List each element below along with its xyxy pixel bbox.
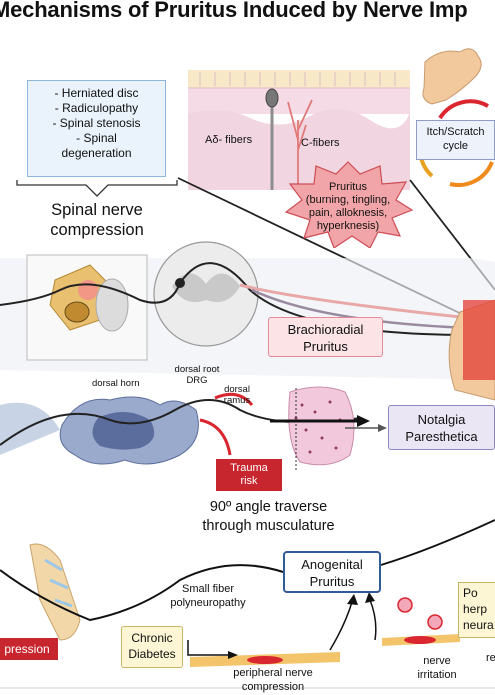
partial-label: re <box>486 652 495 664</box>
condition-item: - Spinal stenosis <box>52 116 141 130</box>
label-line: Paresthetica <box>405 429 478 444</box>
irritation-nerve <box>382 634 460 646</box>
label-line: dorsal <box>224 384 250 395</box>
condition-item: - Herniated disc <box>54 86 139 100</box>
compression-badge: pression <box>0 638 58 660</box>
dorsal-ramus-label: dorsal ramus <box>220 384 254 406</box>
label-line: neura <box>463 618 494 632</box>
label-line: Anogenital <box>301 557 363 572</box>
label-line: irritation <box>417 669 457 681</box>
label-line: Pruritus <box>303 339 348 354</box>
label-line: polyneuropathy <box>170 597 246 609</box>
trauma-risk-badge: Trauma risk <box>216 459 282 491</box>
pruritus-line-3: pain, alloknesis, <box>308 207 388 219</box>
label-line: dorsal root <box>174 364 220 375</box>
label-line: Diabetes <box>128 647 176 661</box>
label-line: Notalgia <box>417 412 466 427</box>
pruritus-line-4: hyperknesis) <box>316 220 380 232</box>
page-title: Mechanisms of Pruritus Induced by Nerve … <box>0 0 468 22</box>
pruritus-description: Pruritus (burning, tingling, pain, allok… <box>290 181 406 233</box>
condition-bracket <box>16 180 178 197</box>
lower-spine <box>29 543 81 641</box>
label-line: Small fiber <box>182 583 234 595</box>
pruritus-line-1: Pruritus <box>329 181 367 193</box>
condition-item: - Radiculopathy <box>54 101 139 115</box>
anogenital-pruritus-box: Anogenital Pruritus <box>283 551 381 593</box>
notalgia-paresthetica-box: Notalgia Paresthetica <box>388 405 495 450</box>
chronic-diabetes-box: Chronic Diabetes <box>121 626 183 668</box>
label-line: herp <box>463 602 488 616</box>
label-line: Chronic <box>131 631 173 645</box>
label-line: Po <box>463 586 478 600</box>
muscle-tissue <box>288 386 355 470</box>
conditions-box: - Herniated disc - Radiculopathy - Spina… <box>27 80 166 177</box>
pruritus-line-2: (burning, tingling, <box>305 194 391 206</box>
itch-scratch-cycle-box: Itch/Scratch cycle <box>416 120 495 160</box>
peripheral-compression-label: peripheral nerve compression <box>218 666 328 694</box>
label-line: risk <box>240 475 258 487</box>
label-line: Spinal nerve <box>51 201 143 219</box>
label-line: 90º angle traverse <box>209 499 328 515</box>
label-line: compression <box>241 681 305 693</box>
small-fiber-label: Small fiber polyneuropathy <box>156 582 260 610</box>
dorsal-horn-label: dorsal horn <box>92 378 140 389</box>
cord-section-2 <box>59 396 199 465</box>
arm-illustration <box>448 299 495 401</box>
label-line: DRG <box>186 375 208 386</box>
vertebra-illustration <box>26 254 148 361</box>
spinal-nerve-compression-label: Spinal nerve compression <box>22 200 172 240</box>
pruritus-star <box>284 161 414 248</box>
spinal-cord-cross-section <box>153 241 259 347</box>
label-line: cycle <box>442 140 469 152</box>
label-line: through musculature <box>202 518 335 534</box>
label-line: ramus <box>223 395 251 406</box>
label-line: Trauma <box>230 462 268 474</box>
condition-item: - Spinal <box>76 131 117 145</box>
virus-icons <box>397 597 443 630</box>
label-line: Pruritus <box>309 574 355 589</box>
angle-traverse-label: 90º angle traverse through musculature <box>181 498 356 536</box>
c-fibers-label: C-fibers <box>301 137 340 149</box>
condition-item: degeneration <box>61 146 132 160</box>
nerve-irritation-label: nerve irritation <box>402 654 472 682</box>
hand-illustration <box>422 48 482 105</box>
a-delta-label: Aδ- fibers <box>205 134 253 146</box>
postherpetic-box: Po herp neura <box>458 582 495 638</box>
dorsal-root-label: dorsal root DRG <box>167 364 227 386</box>
label-line: Brachioradial <box>287 322 364 337</box>
brachioradial-pruritus-box: Brachioradial Pruritus <box>268 317 383 357</box>
label-line: compression <box>50 221 144 239</box>
label-line: Itch/Scratch <box>426 126 485 138</box>
label-line: nerve <box>423 655 451 667</box>
label-line: peripheral nerve <box>233 667 313 679</box>
